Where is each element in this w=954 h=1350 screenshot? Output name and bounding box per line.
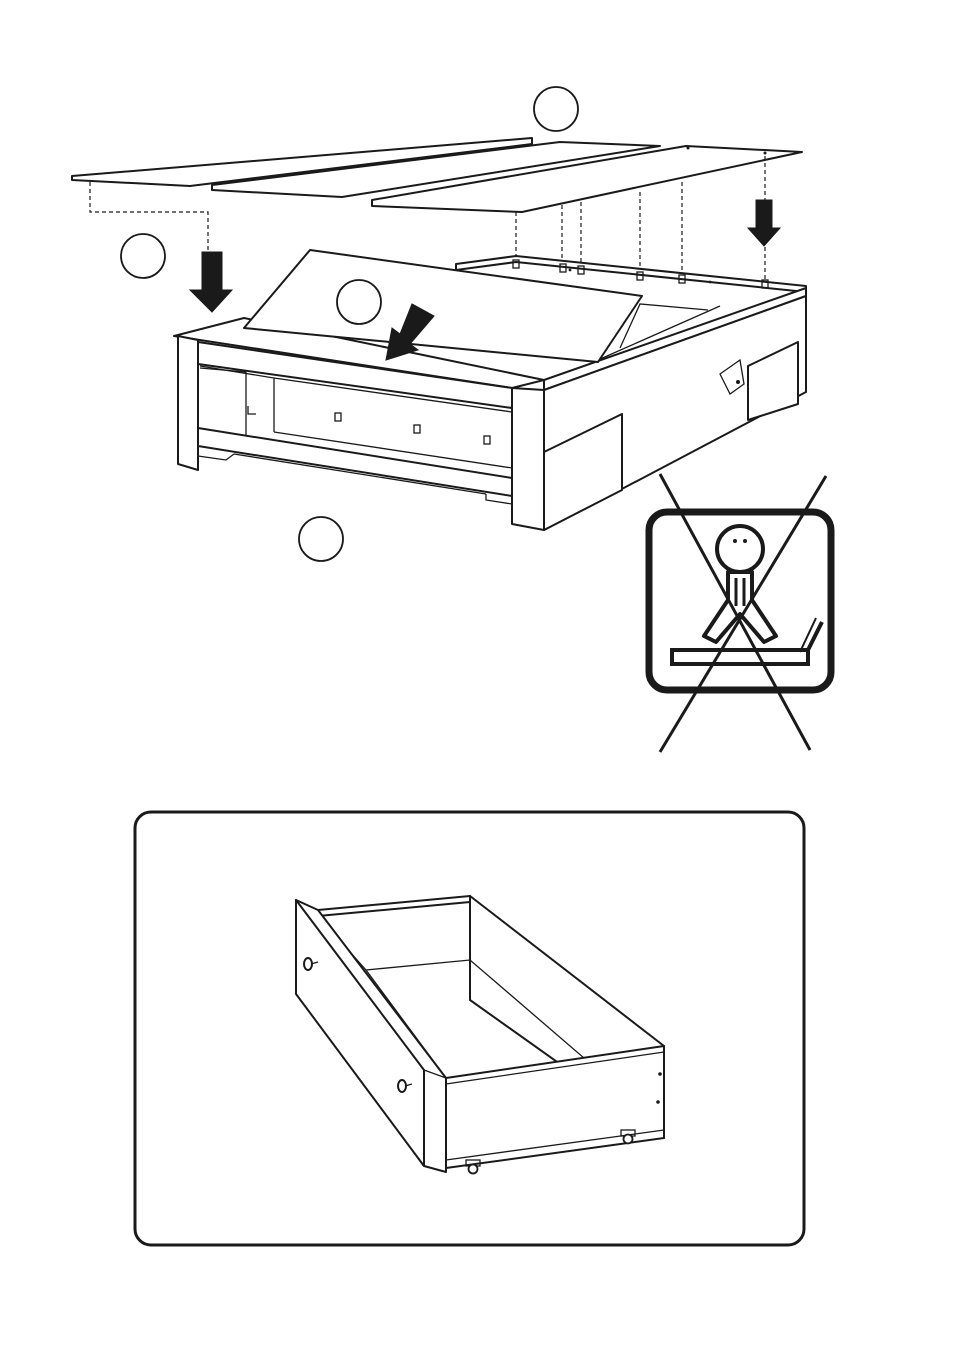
drawer-detail-panel xyxy=(135,812,804,1245)
step-marker-bottom xyxy=(299,517,343,561)
step-marker-center xyxy=(337,280,381,324)
step-marker-left xyxy=(121,234,165,278)
no-standing-on-bed-icon xyxy=(649,474,831,752)
step-marker-top xyxy=(534,87,578,131)
down-arrow-right-icon xyxy=(748,200,780,246)
down-arrow-left-icon xyxy=(190,252,232,312)
